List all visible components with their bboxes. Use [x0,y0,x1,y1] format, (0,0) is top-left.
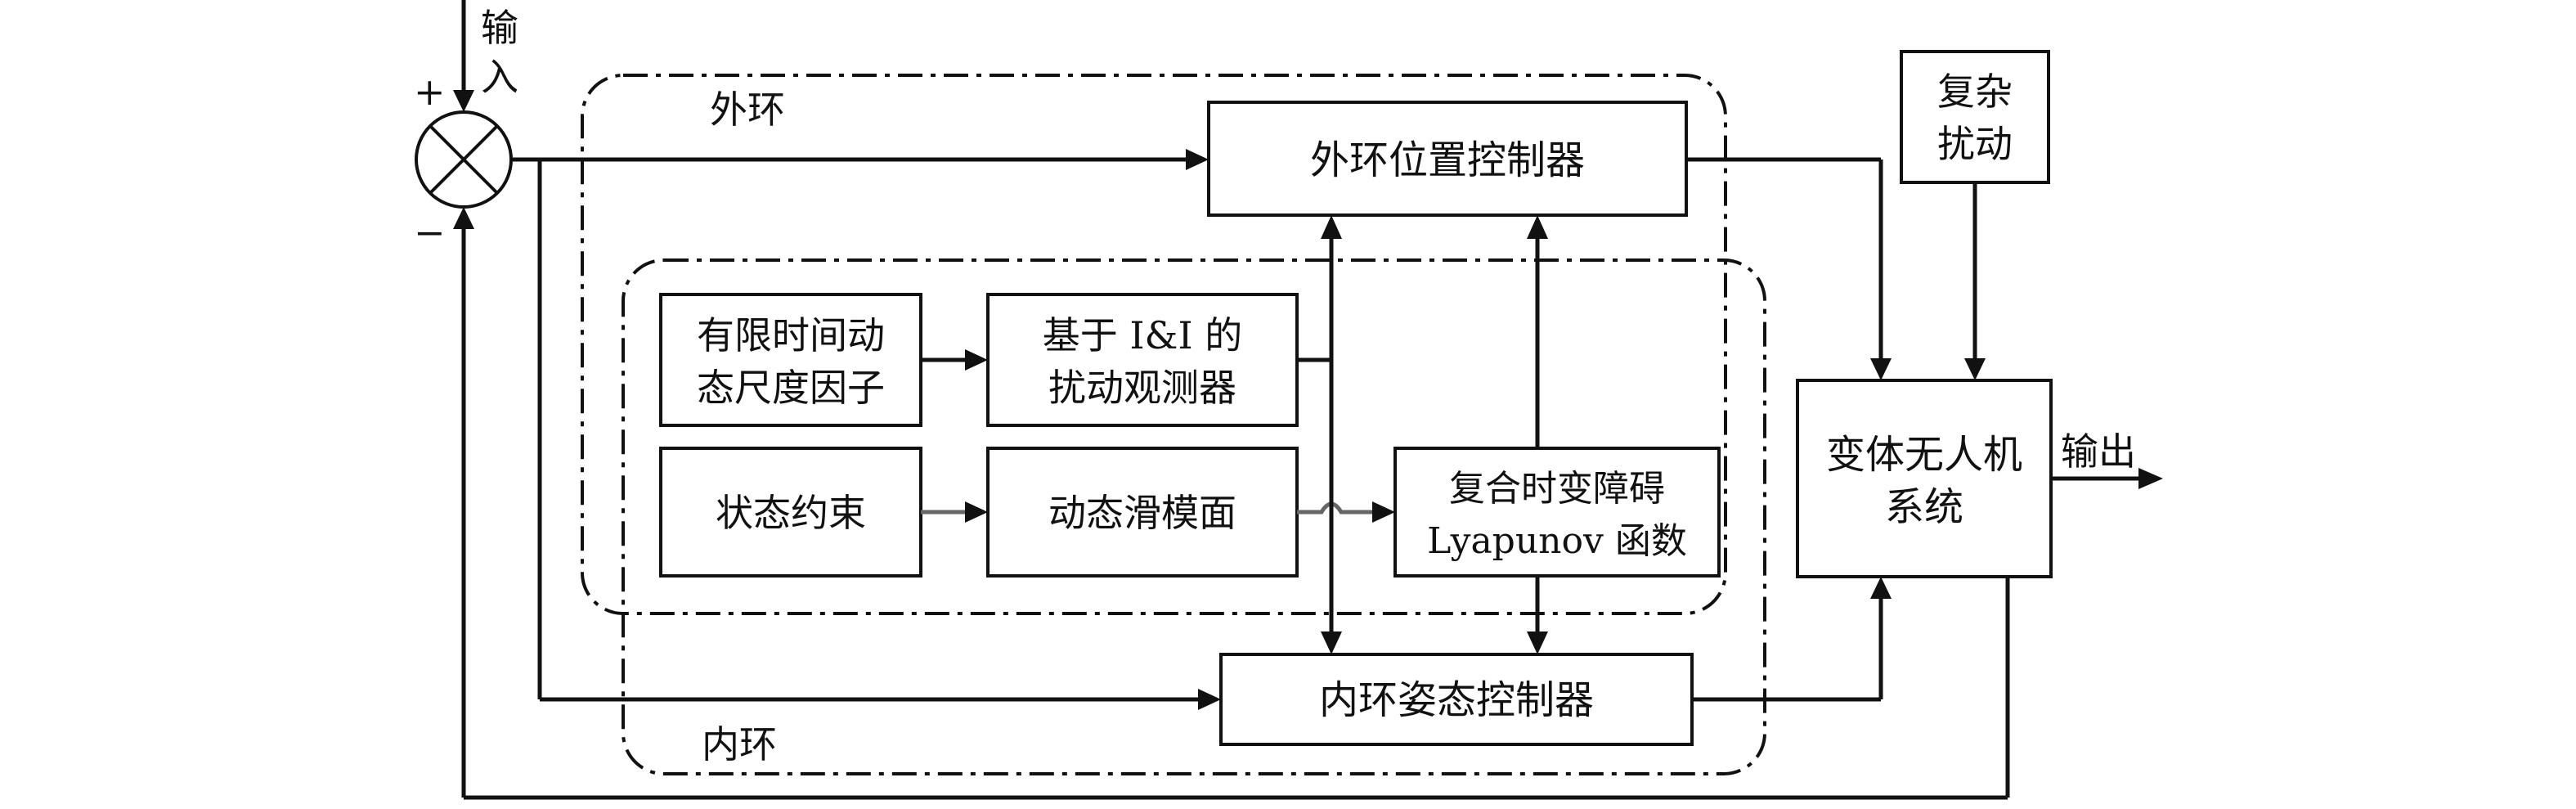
sliding-surface-label: 动态滑模面 [1048,491,1236,535]
finite-time-label-1: 有限时间动 [697,313,885,357]
state-constraint-block [659,447,922,578]
outer-controller-label: 外环位置控制器 [1310,137,1585,183]
inner-controller-label: 内环姿态控制器 [1319,677,1594,723]
output-label: 输出 [2061,429,2136,474]
lyapunov-label-2: Lyapunov 函数 [1427,520,1687,562]
input-arrowhead [453,90,474,112]
disturbance-label-2: 扰动 [1937,122,2013,166]
observer-label-1: 基于 I&I 的 [1043,313,1243,357]
input-label-line1: 输 [481,6,518,50]
state-constraint-label: 状态约束 [716,491,866,535]
uav-label-2: 系统 [1885,484,1963,530]
inner-loop-boundary [622,258,1766,775]
barrier-lyapunov-block [1393,447,1721,578]
inner-attitude-controller [1219,653,1694,746]
outer-loop-label: 外环 [710,88,785,132]
disturbance-label-1: 复杂 [1937,70,2013,114]
uav-label-1: 变体无人机 [1826,432,2022,478]
outer-loop-boundary [581,74,1727,615]
minus-sign: − [414,210,446,254]
plus-sign: + [414,70,446,114]
lyapunov-label-1: 复合时变障碍 [1449,468,1665,510]
inner-loop-label: 内环 [702,722,777,766]
observer-label-2: 扰动观测器 [1048,366,1236,410]
outer-position-controller [1207,101,1688,217]
complex-disturbance-block [1900,50,2050,184]
summing-junction [415,110,513,209]
finite-time-label-2: 态尺度因子 [697,366,885,410]
signal-lines [453,149,2163,800]
morphing-uav-system [1796,379,2053,578]
input-label-line2: 入 [481,55,518,99]
